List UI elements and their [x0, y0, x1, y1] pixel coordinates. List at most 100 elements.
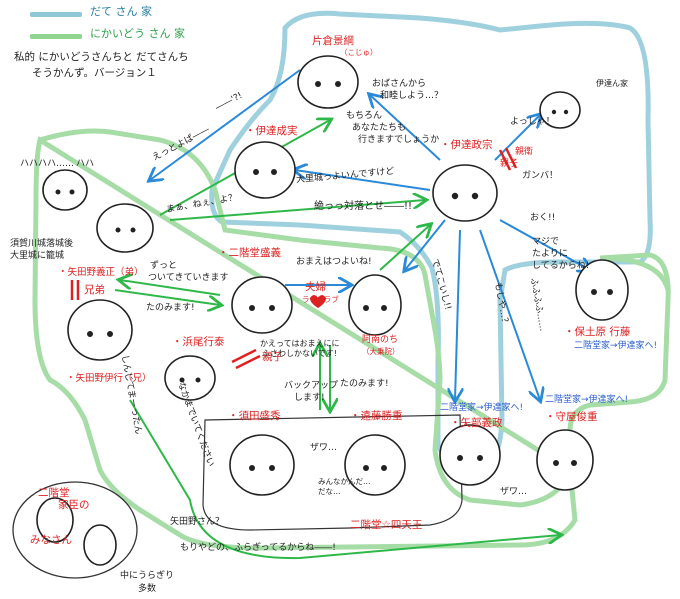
dlg-obasan: おばさんから [372, 79, 427, 89]
dlg-majide-2: たよりに [532, 249, 568, 259]
bottom-note-1: 中にうらぎり [120, 571, 175, 581]
legend-nikaido-swatch [30, 34, 82, 39]
crest-character-figure [539, 91, 581, 129]
nikaido-family-label: 二階堂 [38, 487, 70, 499]
chart-title-line1: 私的 にかいどうさんちと だてさんち [14, 51, 189, 63]
dlg-moriyaku: もりやどの、ふらぎってるからね――! [180, 543, 336, 553]
shigezane-name: ・伊達成実 [245, 125, 298, 137]
arrow-masamune-to-katakura [370, 95, 441, 161]
mina-label: みなさん [30, 534, 72, 546]
arrow-moriyoshi-to-yatano [120, 280, 221, 296]
yatano-elder-name: ・矢田野伊行（兄） [66, 373, 152, 384]
oyako-label: 親子 [262, 351, 283, 363]
fuufu-label: 夫婦 [305, 281, 326, 293]
retainer-figure-1 [36, 497, 74, 543]
arrow-yatano-to-moriyoshi [114, 289, 220, 305]
suda-figure [229, 434, 295, 496]
dlg-oku: おく!! [530, 213, 556, 223]
ashina-name: 阿南のち [362, 335, 399, 345]
yasube-figure [439, 424, 501, 486]
arrow-masamune-to-hobara [499, 219, 590, 270]
shigezane-figure [234, 141, 296, 199]
katakura-ruby: （こじゅ） [340, 48, 378, 57]
shitenno-label: 二階堂☆四天王 [350, 519, 423, 531]
dlg-shinsei: 親衛 [515, 147, 534, 157]
endo-name: ・遠藤勝重 [350, 410, 403, 422]
ashina-figure [348, 274, 402, 336]
arrow-masamune-to-shigezane [295, 170, 431, 191]
hamao-name: ・浜尾行泰 [172, 336, 225, 348]
dlg-yatano: 矢田野さん？ [170, 517, 225, 527]
hobara-figure [575, 259, 629, 321]
dlg-tanomu: たのみます! [340, 379, 389, 389]
yatano-figure [67, 299, 133, 361]
yatano-younger-name: ・矢田野義正（弟） [58, 267, 144, 278]
retainer-figure-2 [83, 524, 117, 566]
transfer-note-yasube: 二階堂家→伊達家へ! [440, 403, 524, 413]
retainers-circle [12, 481, 138, 579]
dlg-haha: ハハ [76, 159, 95, 169]
moriyoshi-figure [231, 276, 293, 334]
arrow-katakura-to-nikaido [150, 69, 301, 180]
transfer-note-hobara: 二階堂家→伊達家へ! [574, 341, 658, 351]
dlg-kaette: かえってはおまえにに [260, 339, 340, 348]
endo-figure [344, 434, 406, 496]
katakura-name: 片倉景綱 [312, 35, 354, 47]
kyodai-label: 兄弟 [84, 284, 105, 296]
shitenno-box [202, 414, 463, 531]
moriya-name: ・守屋俊重 [545, 411, 598, 423]
nikaido-lord-figure [96, 203, 154, 253]
arrow-masamune-to-ashina [405, 219, 446, 270]
legend-date-swatch [30, 12, 82, 17]
dlg-laugh: ハハハハ…… [20, 159, 75, 169]
dlg-zutto-2: ついてきていきます [148, 273, 229, 283]
arrow-ashina-to-masamune [379, 225, 430, 271]
dlg-zawa-2: ザワ… [500, 487, 528, 497]
dlg-tanomimasu: たのみます! [146, 303, 195, 313]
dlg-anatamo: あなたたちも [352, 123, 407, 133]
dlg-back-2: します! [294, 393, 325, 403]
sukagawa-note-2: 大里城に籠城 [10, 251, 65, 261]
ashina-sub: （大乗院） [362, 347, 400, 356]
dlg-ohsato-2: 絶っっ対落とせ――!! [314, 201, 413, 212]
dlg-majide-3: してるからね! [532, 261, 590, 271]
date-family-region [209, 10, 653, 483]
arrow-bottom-long [129, 399, 560, 560]
dlg-minna: みんなかんだ… [318, 477, 371, 486]
dlg-mochiron: もちろん [346, 111, 383, 121]
nikaido-family-label-2: 家臣の [58, 499, 90, 511]
dlg-fusawashi: ふさわしかないです! [262, 349, 337, 358]
dlg-zawa-1: ザワ… [310, 443, 338, 453]
bottom-note-2: 多数 [138, 584, 157, 594]
moriyoshi-name: ・二階堂盛義 [218, 247, 281, 259]
dlg-zutto-1: ずっと [150, 261, 178, 271]
transfer-note-moriya: 二階堂家→伊達家へ! [545, 395, 629, 405]
arrow-masamune-to-moriya [479, 229, 540, 400]
legend-nikaido-label: にかいどう さん 家 [90, 27, 185, 40]
dlg-obasan-2: 和睦しよう…？ [380, 91, 444, 101]
arrow-masamune-to-yasube [455, 229, 460, 400]
dlg-omae: おまえはつよいね! [296, 257, 372, 267]
dlg-ganba: ガンバ！ [522, 171, 559, 181]
dlg-yukisho: 行きますでしょうか [358, 135, 440, 145]
masamune-name: ・伊達政宗 [440, 139, 493, 151]
heart-icon [310, 295, 326, 308]
katakura-figure [297, 55, 359, 109]
love-label: ラブ♥ラブ [302, 295, 339, 304]
dlg-majide-1: マジで [532, 237, 560, 247]
masamune-figure [432, 164, 498, 222]
yasube-name: ・矢部義政 [450, 417, 503, 429]
suda-name: ・須田盛秀 [228, 410, 281, 422]
laugh-figure [42, 169, 88, 211]
crest-note: 伊達ん家 [596, 79, 628, 88]
hobara-name: ・保土原 行藤 [564, 326, 631, 338]
sukagawa-note-1: 須賀川城落城後 [10, 239, 74, 249]
dlg-minna-2: だな… [318, 487, 341, 496]
chart-title-line2: そうかんず。バージョン１ [32, 67, 157, 79]
hamao-figure [164, 355, 216, 401]
nikaido-family-region [32, 128, 671, 551]
oyako-label-2: 親子 [500, 159, 519, 169]
legend-date-label: だて さん 家 [90, 5, 152, 18]
